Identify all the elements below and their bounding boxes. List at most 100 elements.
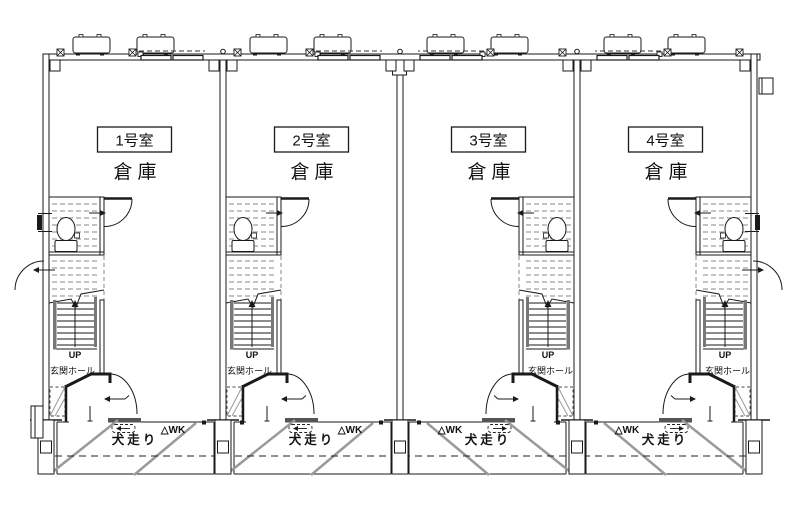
unit-number-label: 4号室 <box>646 133 684 150</box>
unit-number-box <box>450 126 527 153</box>
up-label: UP <box>542 350 555 360</box>
stub-dot <box>202 420 206 425</box>
vent-arrow-head <box>694 210 700 216</box>
entry-marker <box>664 424 689 433</box>
ac-foot <box>76 52 80 56</box>
hatch-diagonal <box>734 397 746 417</box>
entry-wall <box>511 372 559 389</box>
ac-nub <box>450 34 456 38</box>
ac-unit-icon <box>249 36 288 54</box>
up-arrow-head <box>544 300 552 307</box>
ac-foot <box>494 52 498 56</box>
right-door-arc <box>752 260 783 291</box>
window-bar <box>628 54 660 61</box>
wk-marker-label: △WK <box>160 425 186 436</box>
ac-nub <box>78 34 84 38</box>
stair-side-wall <box>276 299 282 374</box>
party-wall-2 <box>396 59 404 423</box>
ac-unit-icon <box>136 36 175 54</box>
dog-run-label: 犬走り <box>111 432 159 447</box>
storage-label: 倉庫 <box>290 161 338 183</box>
stub-box <box>394 440 406 454</box>
entrance-door-arc <box>662 373 691 415</box>
storage-label: 倉庫 <box>113 161 161 183</box>
vent-arrow-head <box>517 210 523 216</box>
ac-nub <box>673 34 679 38</box>
hatch-diagonal <box>557 386 574 417</box>
stair-stringer <box>743 300 747 350</box>
left-door-arrow-head <box>33 267 39 273</box>
ac-foot <box>430 52 434 56</box>
up-arrow-head <box>721 300 729 307</box>
wk-marker-label: △WK <box>614 425 640 436</box>
stair-stringer <box>94 297 97 347</box>
unit-number-label: 1号室 <box>115 133 153 150</box>
dog-run-label: 犬走り <box>464 432 512 447</box>
unit-number-box <box>273 126 350 153</box>
dog-run-diagonal <box>226 419 296 475</box>
party-wall-3 <box>573 59 581 423</box>
entrance-hall-label: 玄関ホール <box>705 365 750 376</box>
toilet-door-arc <box>490 198 519 227</box>
ac-unit-icon <box>603 36 642 54</box>
x-mark-line <box>56 48 65 57</box>
unit-number-box <box>96 126 173 153</box>
toilet-door-arc <box>104 198 133 227</box>
entrance-step <box>482 418 515 423</box>
window-bar <box>172 54 204 61</box>
entrance-hall-label: 玄関ホール <box>50 365 95 376</box>
ac-nub <box>627 34 633 38</box>
toilet-tank <box>231 240 255 252</box>
entrance-door-arc <box>286 373 315 415</box>
left-door-arc <box>14 260 45 291</box>
vent-circle-icon <box>220 48 226 55</box>
up-label: UP <box>246 350 259 360</box>
unit-2-geometry <box>225 48 397 476</box>
ac-unit-icon <box>667 36 706 54</box>
ac-nub <box>255 34 261 38</box>
stair-stringer <box>271 297 274 347</box>
flow-arrow-tail <box>124 395 130 400</box>
entrance-step <box>285 418 318 423</box>
toilet-icon <box>56 217 76 241</box>
vent-arrow-head <box>277 210 283 216</box>
hatch-diagonal <box>54 397 66 417</box>
column-square <box>403 59 415 72</box>
ac-unit-icon <box>426 36 465 54</box>
entry-marker <box>487 424 512 433</box>
ac-foot <box>695 52 699 56</box>
dog-run-label: 犬走り <box>641 432 689 447</box>
entrance-step <box>108 418 141 423</box>
dog-run-diagonal <box>681 419 751 475</box>
flow-arrow-head <box>513 396 519 402</box>
x-mark-line <box>233 48 242 57</box>
dog-run-diagonal <box>504 419 574 475</box>
window-bar <box>349 54 381 61</box>
up-arrow-head <box>248 300 256 307</box>
wk-marker-label: △WK <box>337 425 363 436</box>
entry-marker-arrow-head <box>679 426 684 431</box>
stub-dot <box>417 420 421 425</box>
unit-4-geometry <box>580 48 752 476</box>
toilet-handle <box>543 232 549 239</box>
ac-foot <box>341 52 345 56</box>
toilet-handle <box>74 232 80 239</box>
column-square <box>562 59 574 72</box>
entry-marker-arrow-head <box>116 426 121 431</box>
entry-marker <box>111 424 136 433</box>
stub-box <box>571 440 583 454</box>
column-square <box>739 59 751 72</box>
ac-foot <box>253 52 257 56</box>
ac-foot <box>631 52 635 56</box>
entry-wall <box>241 372 289 389</box>
column-square <box>580 59 592 72</box>
right-wall-fitting <box>755 215 760 230</box>
entry-wall <box>688 372 736 389</box>
ac-nub <box>337 34 343 38</box>
right-exterior-wall <box>750 53 758 423</box>
